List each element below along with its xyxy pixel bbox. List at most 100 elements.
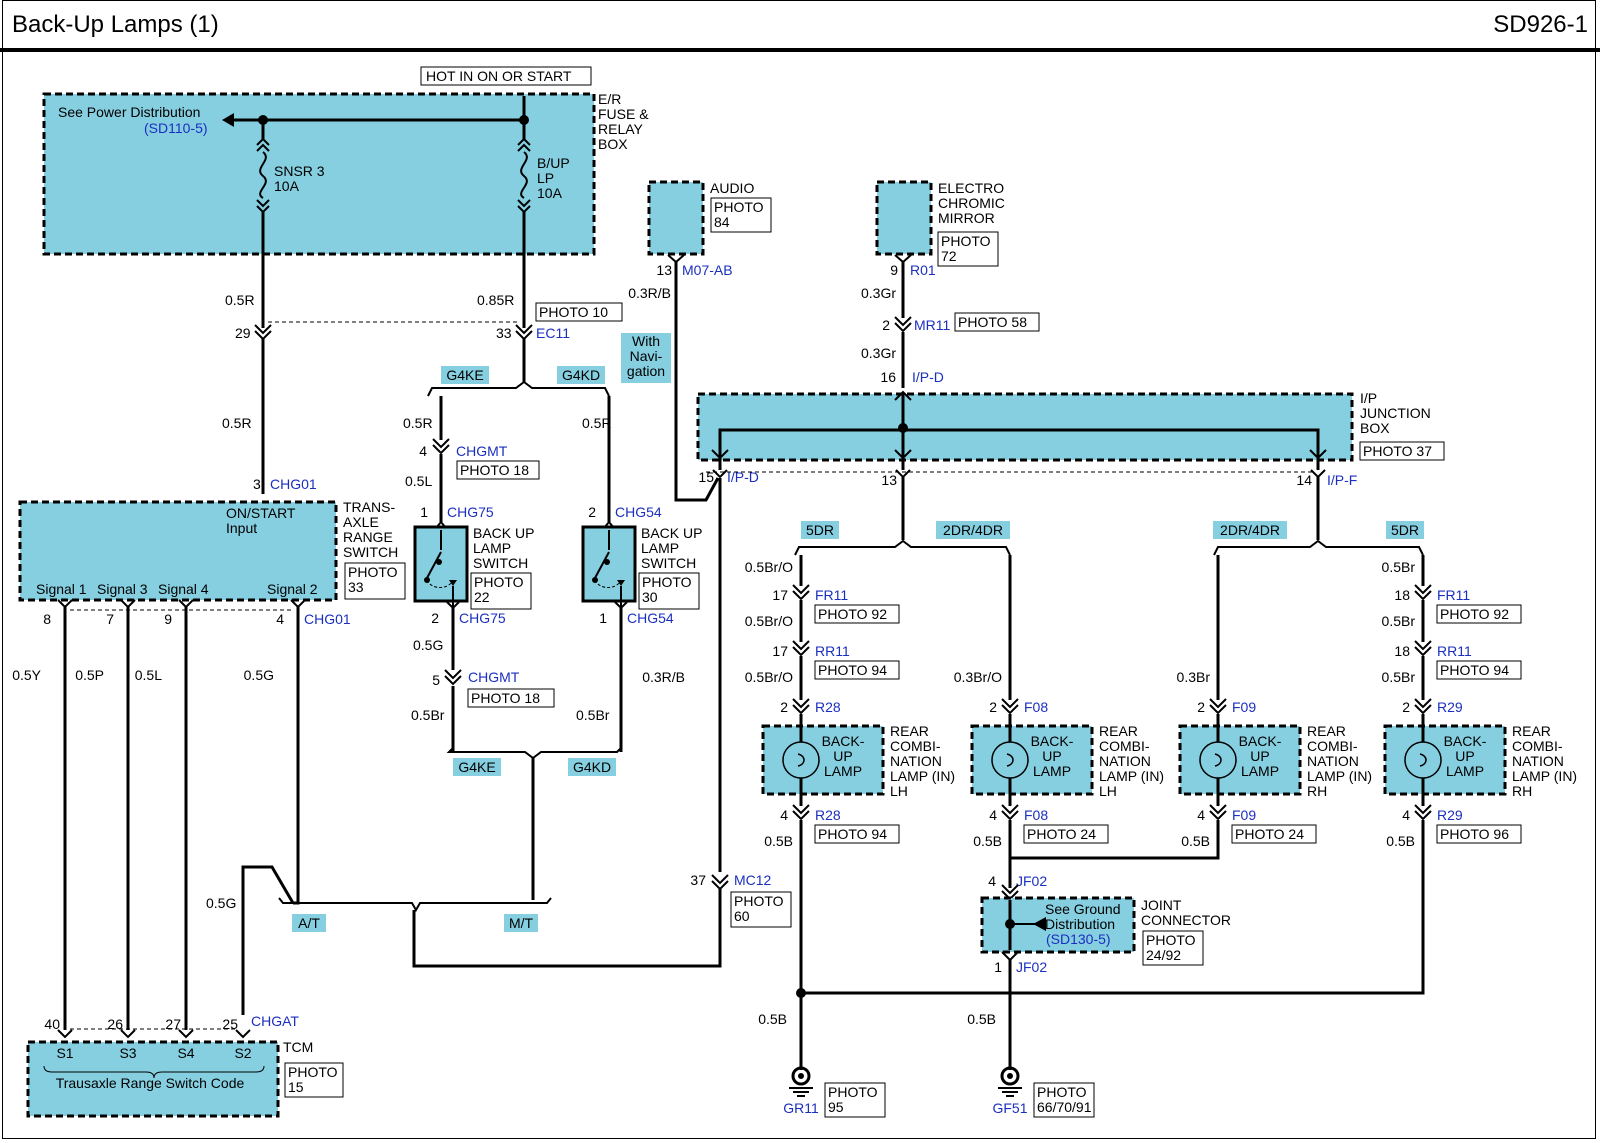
wire-label: 0.3R/B xyxy=(642,669,685,685)
lamp-label-line: REAR xyxy=(1512,723,1551,739)
junction-pin xyxy=(712,469,728,479)
wire-label: 0.5Y xyxy=(12,667,41,683)
lamp-text-line: LAMP xyxy=(824,763,862,779)
chgmt-top-connector xyxy=(432,438,450,455)
lamp-label-line: LAMP (IN) xyxy=(890,768,955,784)
rr11-connector xyxy=(1414,640,1432,657)
tag-g4kd-bottom: G4KD xyxy=(573,759,611,775)
pin-label: 4 xyxy=(989,807,997,823)
ground-gf51-photo-line: 66/70/91 xyxy=(1037,1099,1092,1115)
connector-jf02: JF02 xyxy=(1016,959,1047,975)
see-power-label: See Power Distribution xyxy=(58,104,200,120)
lamp-filament-icon xyxy=(1006,753,1014,767)
pin-label: 2 xyxy=(431,610,439,626)
wire-label: 0.5Br/O xyxy=(745,613,793,629)
connector-ec11: EC11 xyxy=(536,325,570,341)
fuse-top-icon xyxy=(256,137,270,152)
switch-top-pin xyxy=(603,520,615,529)
connector-ipf: I/P-F xyxy=(1327,472,1357,488)
photo-junction: PHOTO 37 xyxy=(1363,443,1432,459)
switch-label-line: SWITCH xyxy=(473,555,528,571)
fuse-icon xyxy=(259,151,267,199)
connector-ipd: I/P-D xyxy=(727,469,759,485)
mirror-photo-line: 72 xyxy=(941,248,957,264)
connector-chg01: CHG01 xyxy=(304,611,351,627)
photo-chgmt-top-frame xyxy=(456,460,540,480)
tcm-photo-line: PHOTO xyxy=(288,1064,338,1080)
see-power-ref: (SD110-5) xyxy=(144,120,208,136)
er-box-label-line: FUSE & xyxy=(598,106,649,122)
switch-photo-line: PHOTO xyxy=(474,574,524,590)
pin-label: 13 xyxy=(656,262,672,278)
wire-label: 0.5Br xyxy=(1382,669,1416,685)
lamp-filament-icon xyxy=(797,753,805,767)
on-start-input-label-line: Input xyxy=(226,520,257,536)
fuse-icon xyxy=(520,151,528,199)
junction-label-line: I/P xyxy=(1360,390,1377,406)
mr11-connector xyxy=(894,316,912,333)
photo-rr11-frame xyxy=(1436,660,1522,680)
lamp-text-line: BACK- xyxy=(1444,733,1487,749)
tag-at-bg xyxy=(292,914,326,932)
diagram-title: Back-Up Lamps (1) xyxy=(12,11,219,38)
hot-label-frame xyxy=(420,66,592,86)
tcm-terminal: S1 xyxy=(56,1045,73,1061)
pin-label: 5 xyxy=(432,672,440,688)
junction-arrow-icon xyxy=(894,449,912,460)
wire-label: 0.5G xyxy=(206,895,236,911)
wire-label: 0.3Br xyxy=(1177,669,1211,685)
photo-mr11: PHOTO 58 xyxy=(958,314,1027,330)
wire-label: 0.5Br xyxy=(1382,613,1416,629)
lamp-label-line: REAR xyxy=(1307,723,1346,739)
connector-label: CHG54 xyxy=(627,610,674,626)
jf02-photo-line: PHOTO xyxy=(1146,932,1196,948)
connector-label: CHG75 xyxy=(447,504,494,520)
signal-label: Signal 4 xyxy=(158,581,209,597)
tcm-module xyxy=(26,1040,280,1118)
fuse-bup-lp-line: 10A xyxy=(537,185,563,201)
switch-label-line: LAMP xyxy=(641,540,679,556)
arrow-icon xyxy=(222,113,234,127)
photo-rr11-frame xyxy=(814,660,900,680)
photo-lamp-bottom: PHOTO 24 xyxy=(1235,826,1304,842)
wire-label: 0.5B xyxy=(967,1011,996,1027)
pin-label: 17 xyxy=(772,587,788,603)
wire-audio xyxy=(674,262,720,502)
tag-2dr4dr-bg xyxy=(936,521,1010,539)
switch-label-line: BACK UP xyxy=(473,525,534,541)
wire-label: 0.5B xyxy=(973,833,1002,849)
connector-m07ab: M07-AB xyxy=(682,262,733,278)
ground-name: GF51 xyxy=(992,1100,1027,1116)
switch-blade xyxy=(594,551,610,579)
connector-label: R29 xyxy=(1437,699,1463,715)
jf02-photo-frame xyxy=(1142,930,1204,966)
mc12-connector xyxy=(711,874,729,891)
photo-lamp-bottom: PHOTO 94 xyxy=(818,826,887,842)
tag-2dr4dr: 2DR/4DR xyxy=(943,522,1003,538)
tag-5dr-bg xyxy=(801,521,839,539)
tcm-caption: Trausaxle Range Switch Code xyxy=(56,1075,245,1091)
lamp-text-line: UP xyxy=(1250,748,1269,764)
tag-g4ke-bottom-bg xyxy=(453,758,501,776)
pin-label: 16 xyxy=(880,369,896,385)
navigation-tag-line: Navi- xyxy=(630,348,663,364)
wire-0.5G xyxy=(293,607,300,905)
hot-in-label: HOT IN ON OR START xyxy=(426,68,572,84)
body-branch-right xyxy=(1213,539,1424,556)
pin-label: 4 xyxy=(1197,807,1205,823)
pin-label: 4 xyxy=(419,443,427,459)
tag-g4ke-top: G4KE xyxy=(446,367,483,383)
connector-label: R29 xyxy=(1437,807,1463,823)
connector-label: R28 xyxy=(815,807,841,823)
navigation-tag-line: gation xyxy=(627,363,665,379)
junction-arrow-icon xyxy=(711,449,729,460)
lamp-bottom-connector xyxy=(1209,804,1227,821)
tag-mt-bg xyxy=(504,914,538,932)
pin-label: 26 xyxy=(107,1016,123,1032)
fuse-top-icon xyxy=(517,137,531,152)
pin-label: 1 xyxy=(994,959,1002,975)
photo-chgmt-bottom: PHOTO 18 xyxy=(471,690,540,706)
tcm-photo-line: 15 xyxy=(288,1079,304,1095)
lamp-label-line: LH xyxy=(890,783,908,799)
tag-2dr4dr: 2DR/4DR xyxy=(1220,522,1280,538)
